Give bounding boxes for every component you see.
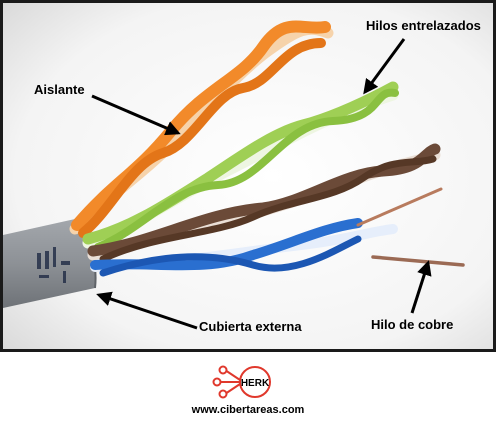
utp-cable-illustration	[3, 3, 493, 349]
arrow-copper-wire	[410, 260, 432, 314]
label-copper-wire: Hilo de cobre	[371, 317, 454, 332]
site-logo: HERK	[205, 362, 295, 402]
arrow-outer-jacket	[96, 291, 198, 330]
cable-photo-frame: Aislante Hilos entrelazados Cubierta ext…	[0, 0, 496, 352]
label-twisted-wires: Hilos entrelazados	[366, 18, 481, 33]
blue-twisted-pair	[90, 218, 398, 277]
arrow-insulator	[91, 94, 181, 136]
logo-text: HERK	[241, 378, 270, 389]
jacket-print	[37, 247, 70, 283]
website-url: www.cibertareas.com	[191, 404, 305, 416]
orange-twisted-pair	[69, 20, 334, 238]
annotation-arrows	[91, 38, 432, 330]
label-insulator: Aislante	[34, 82, 85, 97]
green-twisted-pair	[82, 81, 399, 251]
brown-twisted-pair	[87, 143, 441, 263]
label-outer-jacket: Cubierta externa	[199, 319, 302, 334]
arrow-twisted-wires	[363, 38, 406, 95]
